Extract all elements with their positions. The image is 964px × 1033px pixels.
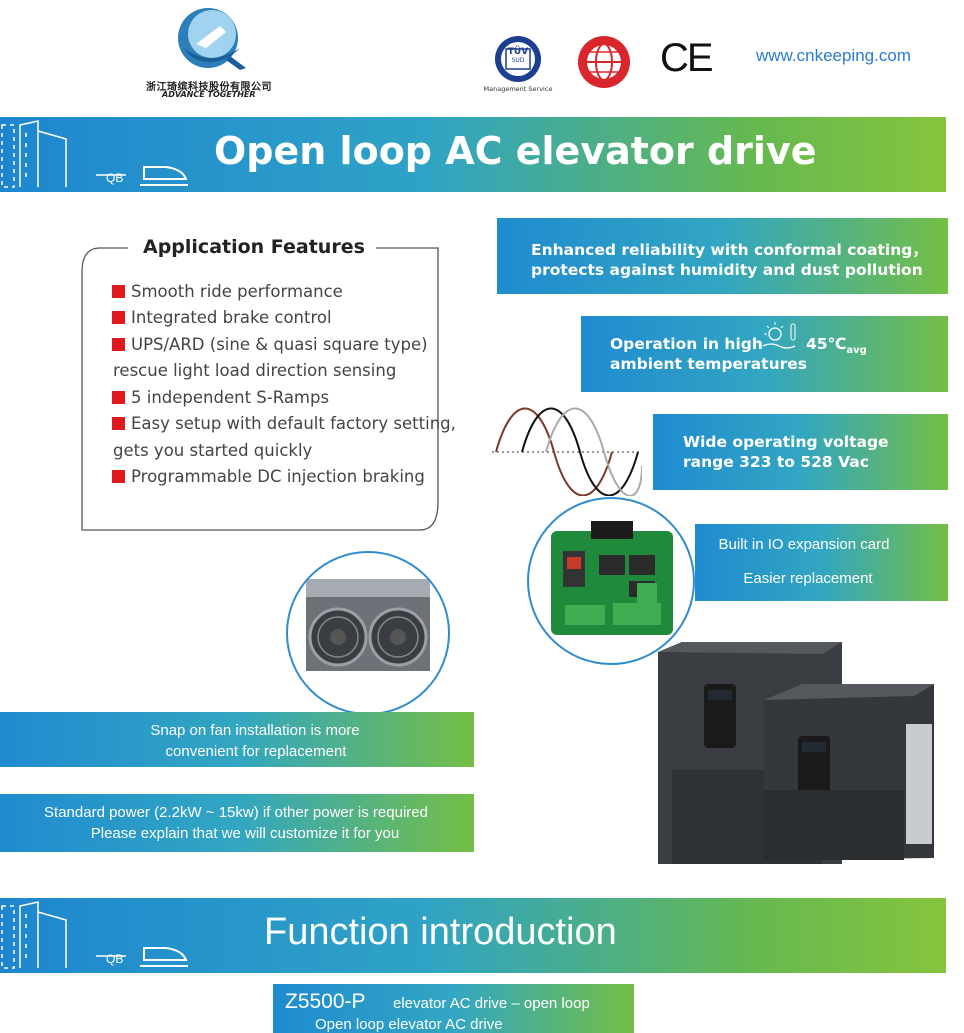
callout-text: Enhanced reliability with conformal coat… — [531, 241, 928, 259]
train-icon — [96, 166, 188, 186]
temperature-callout: Operation in high ambient temperatures 4… — [581, 316, 948, 392]
io-card-callout: Built in IO expansion card Easier replac… — [695, 524, 948, 601]
company-name-cn: 浙江琦缤科技股份有限公司 — [146, 82, 272, 93]
bullet-icon — [112, 391, 125, 404]
features-heading: Application Features — [143, 236, 365, 258]
temperature-value: 45℃avg — [806, 335, 867, 357]
tuv-sub-label: SUD — [511, 57, 525, 64]
train-icon — [96, 947, 188, 967]
sine-waves-icon — [492, 407, 642, 496]
callout-text: convenient for replacement — [165, 743, 347, 760]
bullet-icon — [112, 417, 125, 430]
callout-text: Built in IO expansion card — [718, 536, 890, 553]
tuv-caption: Management Service — [483, 85, 553, 93]
tuv-icon — [495, 36, 541, 82]
bullet-icon — [112, 338, 125, 351]
feature-item: Smooth ride performance — [112, 279, 343, 305]
company-logo-icon — [178, 8, 246, 70]
conformal-coating-callout: Enhanced reliability with conformal coat… — [497, 218, 948, 294]
globe-certification-icon — [578, 36, 630, 88]
bullet-icon — [112, 285, 125, 298]
cooling-fan-icon — [306, 579, 430, 671]
callout-text: ambient temperatures — [610, 355, 807, 373]
callout-text: Operation in high — [610, 335, 763, 353]
model-description: elevator AC drive – open loop — [393, 995, 590, 1012]
feature-item: Easy setup with default factory setting, — [112, 411, 456, 437]
company-logo: 浙江琦缤科技股份有限公司 ADVANCE TOGETHER — [140, 4, 300, 100]
standard-power-callout: Standard power (2.2kW ~ 15kw) if other p… — [0, 794, 474, 852]
io-expansion-card-image — [527, 497, 695, 665]
tuv-certification-logo: TÜV SUD Management Service — [484, 34, 552, 98]
website-link[interactable]: www.cnkeeping.com — [756, 46, 911, 65]
tuv-label: TÜV — [507, 47, 529, 57]
ce-mark: CE — [660, 36, 714, 80]
bullet-icon — [112, 311, 125, 324]
feature-item-continued: rescue light load direction sensing — [113, 361, 397, 380]
ac-drive-product-image — [658, 642, 934, 864]
fan-installation-callout: Snap on fan installation is more conveni… — [0, 712, 474, 767]
feature-item-continued: gets you started quickly — [113, 441, 313, 460]
callout-text: Easier replacement — [743, 570, 873, 587]
section-title: Function introduction — [264, 911, 617, 953]
quality-certification-logo — [576, 34, 632, 94]
section-banner: QB Function introduction — [0, 898, 946, 973]
company-slogan: ADVANCE TOGETHER — [162, 90, 256, 99]
feature-item: UPS/ARD (sine & quasi square type) — [112, 332, 428, 358]
callout-text: Standard power (2.2kW ~ 15kw) if other p… — [44, 804, 428, 821]
callout-text: Wide operating voltage — [683, 433, 889, 451]
callout-text: protects against humidity and dust pollu… — [531, 261, 923, 279]
sun-thermometer-icon — [762, 322, 796, 349]
model-code: Z5500-P — [285, 990, 366, 1013]
callout-text: Snap on fan installation is more — [150, 722, 360, 739]
banner-badge: QB — [106, 952, 124, 966]
bullet-icon — [112, 470, 125, 483]
voltage-callout: Wide operating voltage range 323 to 528 … — [653, 414, 948, 490]
circuit-board-icon — [551, 521, 673, 635]
feature-item: Programmable DC injection braking — [112, 464, 425, 490]
feature-item: 5 independent S-Ramps — [112, 385, 329, 411]
callout-text: Please explain that we will customize it… — [90, 825, 400, 842]
fan-module-image — [286, 551, 450, 715]
page-title: Open loop AC elevator drive — [214, 129, 817, 173]
model-label-bar: Z5500-P elevator AC drive – open loop Op… — [273, 984, 634, 1033]
building-lines-icon — [1, 120, 67, 188]
model-subtitle: Open loop elevator AC drive — [315, 1016, 503, 1033]
feature-item: Integrated brake control — [112, 305, 332, 331]
title-banner: QB Open loop AC elevator drive — [0, 117, 946, 192]
features-frame — [81, 247, 439, 531]
callout-text: range 323 to 528 Vac — [683, 453, 869, 471]
banner-badge: QB — [106, 171, 124, 185]
building-lines-icon — [1, 901, 67, 969]
